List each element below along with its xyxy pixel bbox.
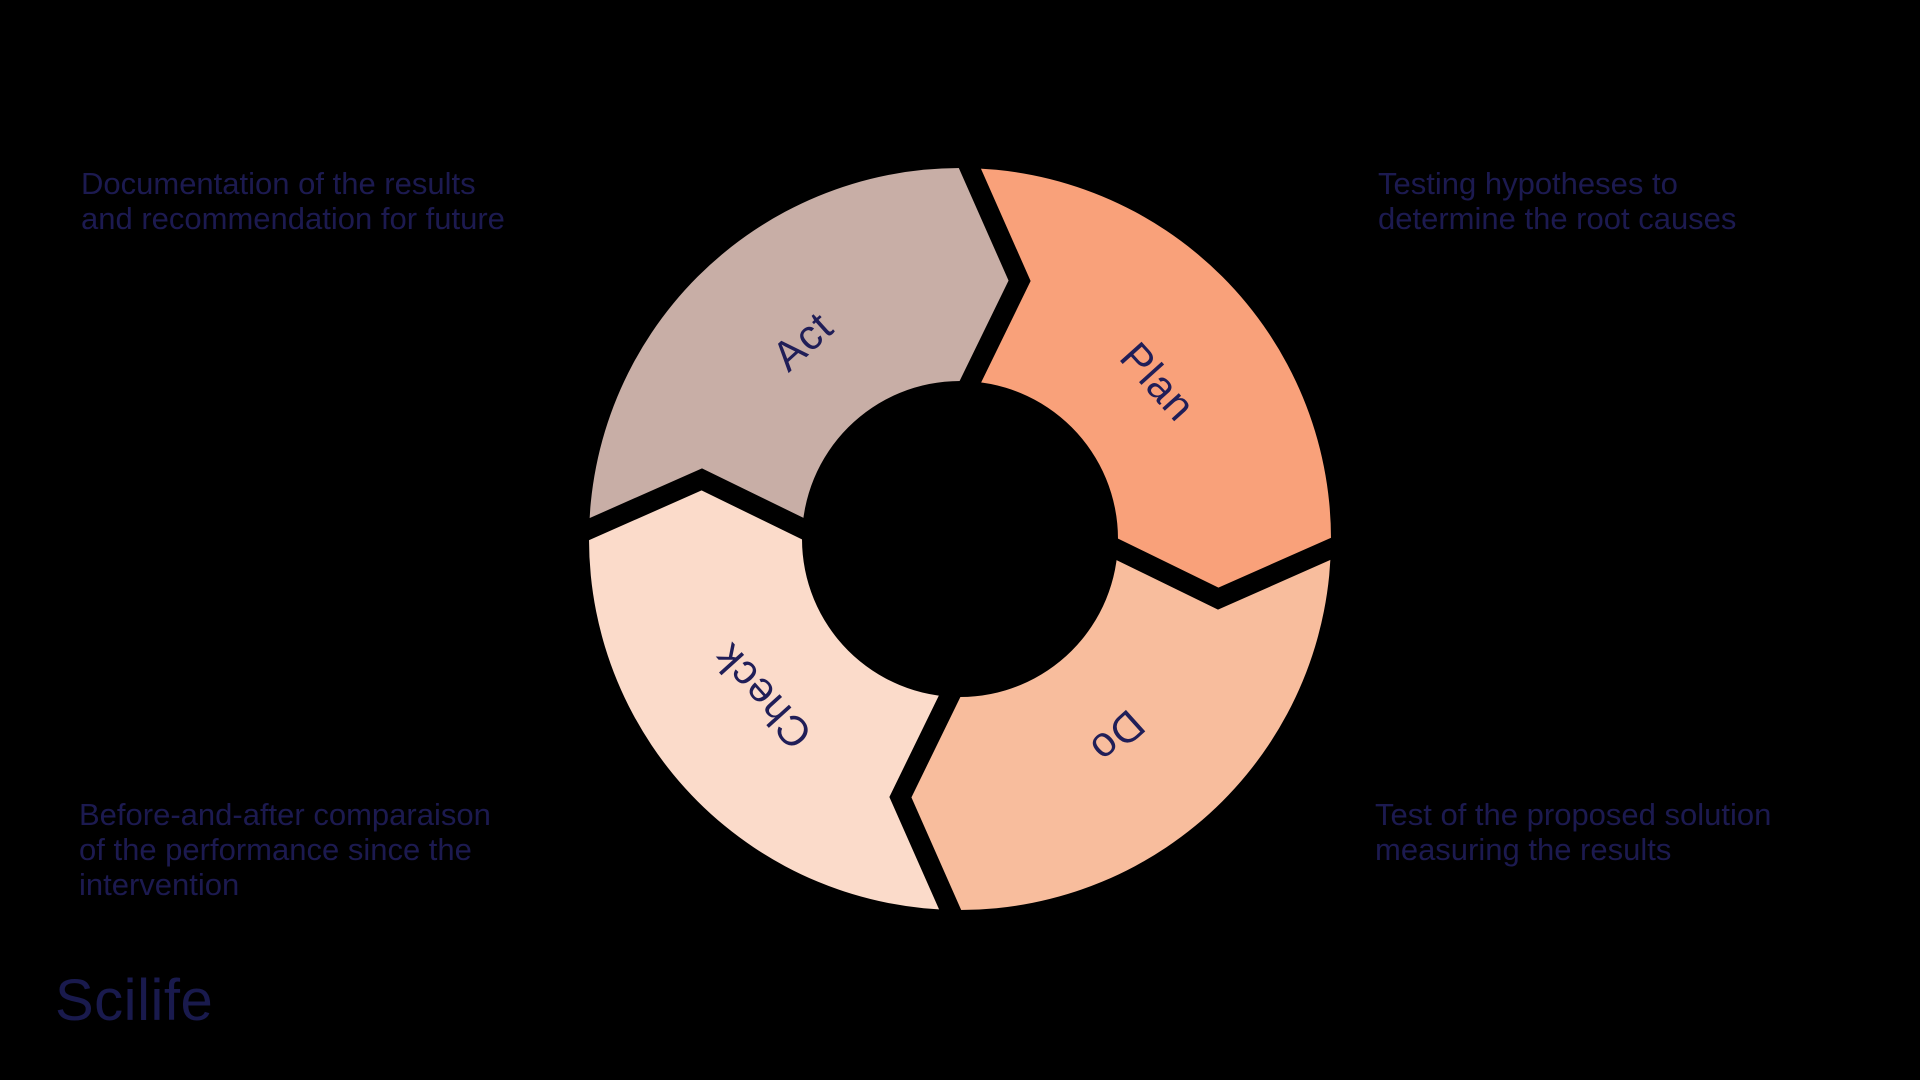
segment-act — [589, 168, 1020, 539]
annotation-line: Testing hypotheses to — [1378, 166, 1678, 201]
annotation-line: and recommendation for future — [81, 201, 505, 236]
segment-plan — [960, 168, 1331, 599]
scilife-logo: Scilife — [55, 968, 214, 1033]
segment-do — [900, 539, 1331, 910]
annotation-act-description: Documentation of the results and recomme… — [81, 166, 505, 236]
annotation-line: measuring the results — [1375, 832, 1672, 867]
annotation-line: of the performance since the — [79, 832, 472, 867]
annotation-line: Test of the proposed solution — [1375, 797, 1772, 832]
annotation-check-description: Before-and-after comparaison of the perf… — [79, 797, 491, 902]
annotation-line: Documentation of the results — [81, 166, 476, 201]
segment-divider-right — [1091, 529, 1358, 610]
annotation-plan-description: Testing hypotheses to determine the root… — [1378, 166, 1736, 236]
segment-check — [589, 479, 960, 910]
annotation-do-description: Test of the proposed solution measuring … — [1375, 797, 1771, 867]
annotation-line: intervention — [79, 867, 240, 902]
segment-divider-bottom — [889, 670, 970, 937]
segment-divider-left — [562, 468, 829, 549]
segment-divider-top — [950, 141, 1031, 408]
annotation-line: determine the root causes — [1378, 201, 1737, 236]
annotation-line: Before-and-after comparaison — [79, 797, 491, 832]
